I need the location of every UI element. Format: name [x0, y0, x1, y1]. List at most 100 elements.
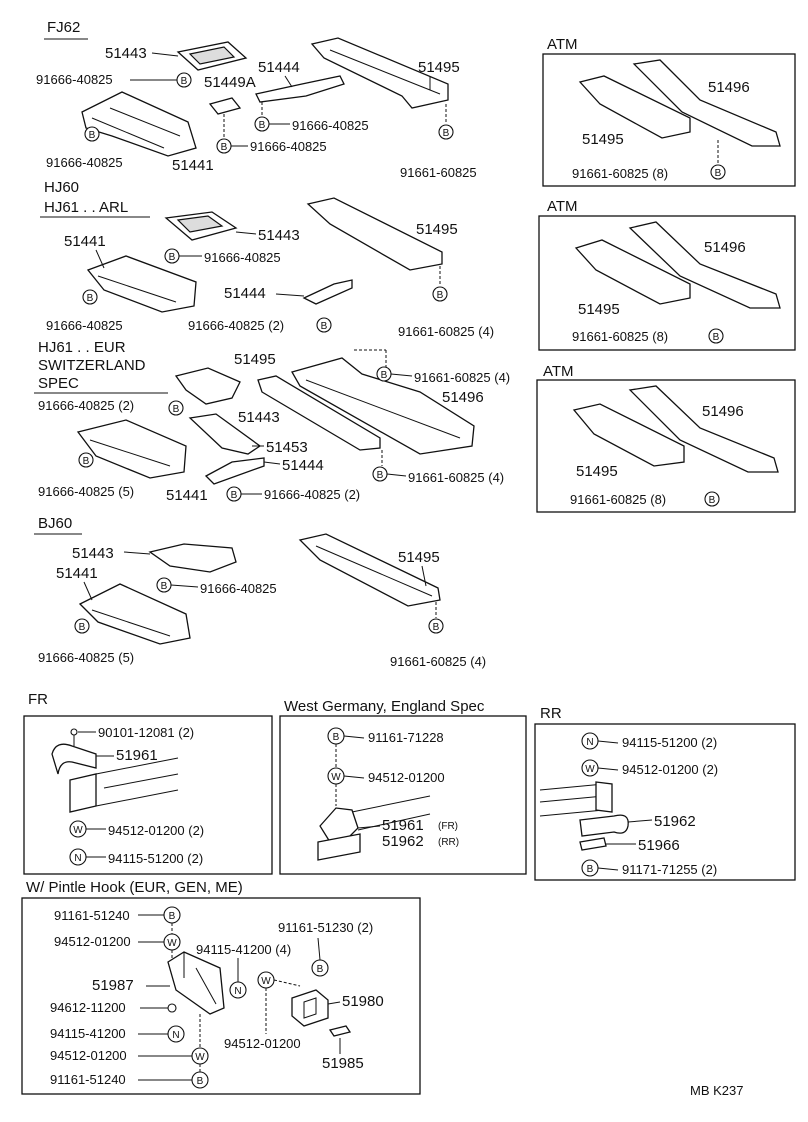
- part-51496-guard: [291, 357, 475, 455]
- svg-text:N: N: [234, 986, 241, 997]
- svg-text:W: W: [585, 764, 595, 775]
- svg-text:B: B: [169, 252, 176, 263]
- label-51443: 51443: [72, 545, 114, 562]
- part-51985: [328, 1025, 352, 1037]
- label-51962: 51962: [654, 813, 696, 830]
- wg-box: [279, 715, 527, 875]
- svg-text:B: B: [169, 911, 176, 922]
- bolt-b-icon: [78, 452, 94, 468]
- label-nut: 94115-51200 (2): [108, 851, 203, 866]
- svg-text:W: W: [195, 1052, 205, 1063]
- label-bolt: 91666-40825: [46, 318, 123, 333]
- bolt-b-icon: [311, 959, 329, 977]
- header-fj62: FJ62: [47, 19, 80, 36]
- label-washer: 94512-01200: [50, 1048, 127, 1063]
- part-51444: [302, 279, 353, 305]
- label-51496: 51496: [702, 403, 744, 420]
- label-rr: (RR): [438, 837, 459, 848]
- label-bolt: 91666-40825: [292, 118, 369, 133]
- label-51987: 51987: [92, 977, 134, 994]
- label-51495: 51495: [234, 351, 276, 368]
- header-hj61-eur: HJ61 . . EUR: [38, 339, 126, 356]
- label-washer: 94512-01200: [54, 934, 131, 949]
- bolt-b-icon: [176, 72, 192, 88]
- label-bolt: 91666-40825: [200, 581, 277, 596]
- label-nut: 94115-41200: [50, 1026, 126, 1041]
- bolt-b-icon: [82, 289, 98, 305]
- label-bolt: 91661-60825 (4): [390, 654, 486, 669]
- header-atm: ATM: [547, 198, 578, 215]
- part-51441-skid: [86, 255, 197, 313]
- part-51495-atm: [572, 403, 685, 467]
- label-washer: 94612-11200: [50, 1000, 126, 1015]
- svg-text:B: B: [83, 456, 90, 467]
- svg-text:B: B: [715, 168, 722, 179]
- label-51444: 51444: [258, 59, 300, 76]
- label-51441: 51441: [172, 157, 214, 174]
- header-west-germany: West Germany, England Spec: [284, 698, 485, 715]
- label-bolt: 91666-40825: [36, 72, 113, 87]
- label-51961: 51961: [116, 747, 158, 764]
- label-bolt: 91661-60825: [400, 165, 477, 180]
- svg-text:B: B: [87, 293, 94, 304]
- label-bolt: 91666-40825: [250, 139, 327, 154]
- part-51496-atm: [632, 59, 781, 147]
- part-51444: [204, 457, 265, 485]
- part-51495-guard: [298, 533, 441, 607]
- label-bolt: 91666-40825 (2): [38, 398, 134, 413]
- header-switzerland: SWITZERLAND: [38, 357, 146, 374]
- label-51985: 51985: [322, 1055, 364, 1072]
- label-bolt: 91161-51230 (2): [278, 920, 373, 935]
- label-51443: 51443: [238, 409, 280, 426]
- svg-text:N: N: [74, 853, 81, 864]
- part-51495-atm: [574, 239, 691, 305]
- label-bolt: 91666-40825 (2): [188, 318, 284, 333]
- svg-text:B: B: [377, 470, 384, 481]
- label-bolt: 91161-51240: [54, 908, 130, 923]
- label-bolt: 91161-71228: [368, 730, 444, 745]
- part-51443-pad: [148, 543, 237, 573]
- label-51441: 51441: [166, 487, 208, 504]
- svg-text:B: B: [713, 332, 720, 343]
- label-51449a: 51449A: [204, 74, 256, 91]
- part-51441-skid: [76, 419, 187, 479]
- label-washer: 94512-01200 (2): [108, 823, 204, 838]
- part-51449a: [208, 97, 242, 115]
- label-51443: 51443: [105, 45, 147, 62]
- header-hj61-arl: HJ61 . . ARL: [44, 199, 128, 216]
- svg-text:B: B: [709, 495, 716, 506]
- bolt-b-icon: [432, 286, 448, 302]
- bolt-b-icon: [428, 618, 444, 634]
- footer-code: MB K237: [690, 1083, 743, 1098]
- label-51453: 51453: [266, 439, 308, 456]
- bolt-b-icon: [168, 400, 184, 416]
- label-washer: 94512-01200: [224, 1036, 301, 1051]
- washer-icon: [167, 1003, 177, 1013]
- label-51496: 51496: [704, 239, 746, 256]
- label-51961: 51961: [382, 817, 424, 834]
- fr-box: [23, 715, 273, 875]
- label-bolt: 90101-12081 (2): [98, 725, 194, 740]
- nut-n-icon: [167, 1025, 185, 1043]
- part-51496-atm: [628, 385, 779, 473]
- svg-text:B: B: [443, 128, 450, 139]
- bolt-b-icon: [74, 618, 90, 634]
- label-51441: 51441: [56, 565, 98, 582]
- label-bolt: 91661-60825 (8): [570, 492, 666, 507]
- part-51966: [579, 837, 607, 851]
- bolt-b-icon: [316, 317, 332, 333]
- atm-box-1: [542, 53, 796, 187]
- svg-text:B: B: [321, 321, 328, 332]
- label-bolt: 91661-60825 (8): [572, 329, 668, 344]
- label-51444: 51444: [282, 457, 324, 474]
- part-51496-atm: [628, 221, 781, 309]
- svg-text:B: B: [587, 864, 594, 875]
- svg-text:B: B: [79, 622, 86, 633]
- label-bolt: 91661-60825 (4): [414, 370, 510, 385]
- svg-text:B: B: [231, 490, 238, 501]
- label-51962: 51962: [382, 833, 424, 850]
- label-bolt: 91666-40825 (2): [264, 487, 360, 502]
- label-51441: 51441: [64, 233, 106, 250]
- label-bolt: 91666-40825: [46, 155, 123, 170]
